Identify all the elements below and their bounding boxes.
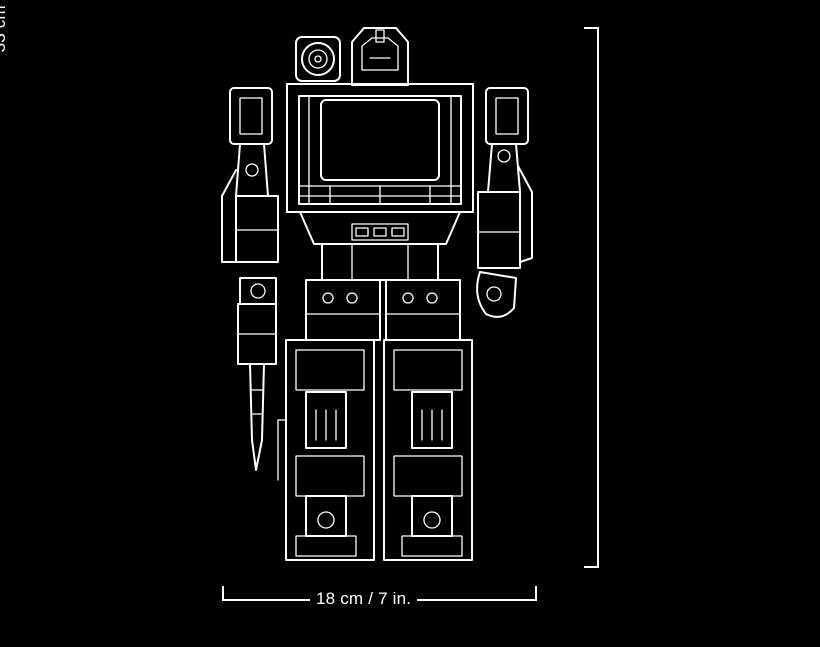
height-dimension-line xyxy=(584,27,599,568)
shoulder-dial xyxy=(295,36,341,82)
height-label: 33 cm / 13 in. xyxy=(0,0,10,59)
head xyxy=(351,27,409,86)
torso xyxy=(286,83,474,213)
left-leg xyxy=(277,339,375,561)
right-leg xyxy=(383,339,473,561)
waist xyxy=(299,211,461,281)
hips xyxy=(305,279,461,341)
right-arm xyxy=(476,87,533,318)
left-arm xyxy=(221,87,279,471)
width-label: 18 cm / 7 in. xyxy=(310,589,418,609)
